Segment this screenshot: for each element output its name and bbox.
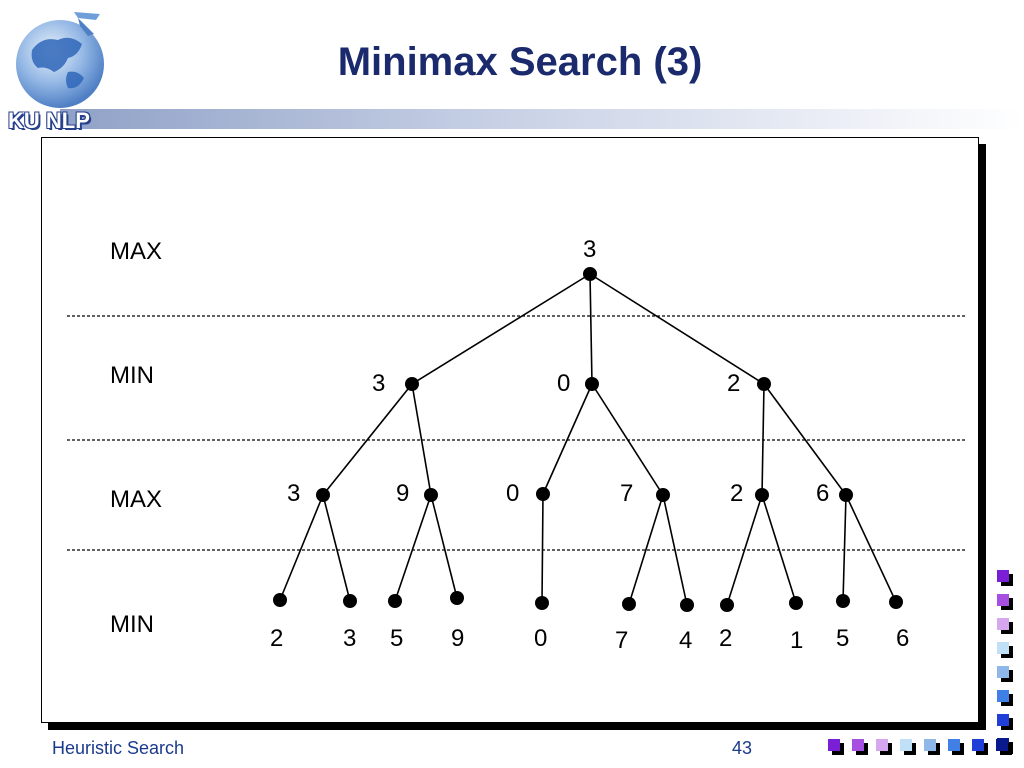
tree-edge bbox=[322, 383, 413, 496]
page-title: Minimax Search (3) bbox=[337, 40, 703, 84]
decor-square bbox=[997, 594, 1013, 610]
decor-square bbox=[852, 739, 868, 755]
header-gradient-bar bbox=[60, 109, 1024, 129]
leaf-value: 4 bbox=[679, 627, 692, 654]
page-number: 43 bbox=[732, 738, 753, 758]
tree-edge bbox=[589, 273, 765, 385]
leaf-value: 2 bbox=[719, 625, 732, 652]
tree-edge bbox=[842, 494, 847, 602]
leaf-value: 1 bbox=[790, 627, 803, 654]
level-label: MIN bbox=[110, 362, 154, 389]
tree-edge bbox=[761, 494, 797, 604]
decor-square bbox=[948, 739, 964, 755]
max-node bbox=[536, 487, 550, 501]
max-node-value: 6 bbox=[816, 480, 829, 507]
leaf-value: 5 bbox=[836, 625, 849, 652]
decor-square bbox=[997, 618, 1013, 634]
leaf-value: 6 bbox=[896, 625, 909, 652]
leaf-node bbox=[720, 598, 734, 612]
tree-edge bbox=[279, 494, 324, 601]
ku-nlp-logo bbox=[8, 6, 116, 114]
logo-text: KU NLP bbox=[8, 108, 90, 133]
tree-edge bbox=[542, 383, 593, 495]
decor-square bbox=[972, 739, 988, 755]
decor-square bbox=[997, 642, 1013, 658]
leaf-node bbox=[535, 596, 549, 610]
tree-edge bbox=[430, 494, 458, 599]
leaf-node bbox=[680, 598, 694, 612]
max-node-value: 3 bbox=[287, 480, 300, 507]
tree-edge bbox=[662, 494, 688, 606]
leaf-node bbox=[836, 594, 850, 608]
max-node bbox=[656, 488, 670, 502]
decor-square bbox=[828, 739, 844, 755]
min-node-value: 0 bbox=[557, 370, 570, 397]
decor-square bbox=[996, 739, 1012, 755]
leaf-node bbox=[343, 594, 357, 608]
root-value: 3 bbox=[583, 236, 596, 263]
level-label: MAX bbox=[110, 486, 162, 513]
max-node-value: 9 bbox=[396, 480, 409, 507]
level-label: MIN bbox=[110, 611, 154, 638]
min-node-value: 2 bbox=[727, 370, 740, 397]
decor-square bbox=[997, 570, 1013, 586]
leaf-node bbox=[889, 595, 903, 609]
min-node bbox=[405, 377, 419, 391]
tree-edge bbox=[394, 494, 432, 602]
tree-edge bbox=[845, 494, 897, 603]
leaf-node bbox=[273, 593, 287, 607]
leaf-value: 0 bbox=[534, 625, 547, 652]
footer-course: Heuristic Search bbox=[52, 738, 185, 758]
decor-square bbox=[900, 739, 916, 755]
leaf-node bbox=[388, 594, 402, 608]
decor-square bbox=[997, 714, 1013, 730]
max-node bbox=[424, 488, 438, 502]
tree-edge bbox=[411, 383, 432, 496]
min-node bbox=[585, 377, 599, 391]
tree-edge bbox=[589, 273, 593, 385]
max-node bbox=[839, 488, 853, 502]
max-node bbox=[316, 488, 330, 502]
decor-square bbox=[876, 739, 892, 755]
max-node-value: 2 bbox=[730, 480, 743, 507]
decor-square bbox=[997, 690, 1013, 706]
max-node-value: 0 bbox=[506, 480, 519, 507]
tree-edge bbox=[726, 494, 763, 606]
leaf-value: 9 bbox=[451, 625, 464, 652]
decor-square bbox=[997, 666, 1013, 682]
min-node-value: 3 bbox=[372, 370, 385, 397]
decor-square bbox=[924, 739, 940, 755]
root-node bbox=[583, 267, 597, 281]
tree-edge bbox=[761, 383, 765, 496]
tree-edge bbox=[411, 273, 591, 385]
level-label: MAX bbox=[110, 238, 162, 265]
leaf-node bbox=[450, 591, 464, 605]
max-node bbox=[755, 488, 769, 502]
leaf-value: 2 bbox=[270, 625, 283, 652]
tree-edge bbox=[591, 383, 664, 496]
leaf-value: 3 bbox=[343, 625, 356, 652]
min-node bbox=[757, 377, 771, 391]
tree-edge bbox=[763, 383, 847, 496]
max-node-value: 7 bbox=[620, 480, 633, 507]
tree-edge bbox=[541, 493, 544, 604]
leaf-value: 5 bbox=[390, 625, 403, 652]
leaf-value: 7 bbox=[615, 627, 628, 654]
tree-edge bbox=[322, 494, 351, 602]
leaf-node bbox=[789, 596, 803, 610]
globe-icon bbox=[16, 12, 104, 108]
tree-edge bbox=[628, 494, 664, 605]
leaf-node bbox=[622, 597, 636, 611]
